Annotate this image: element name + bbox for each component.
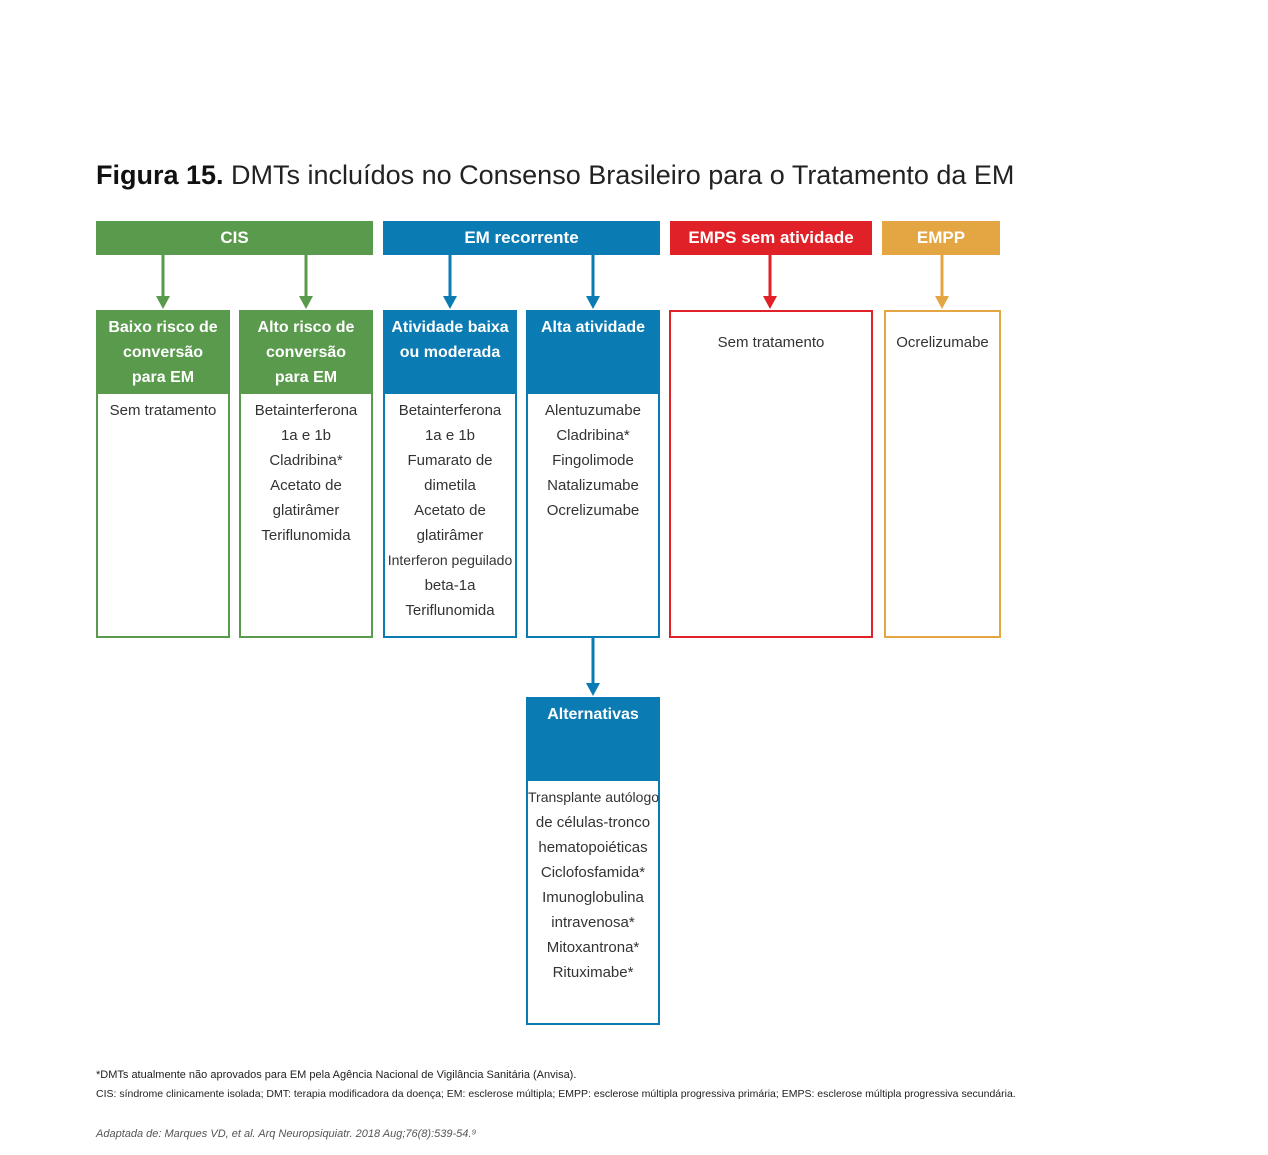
treatment-item: beta-1a [424, 577, 476, 594]
treatment-item: glatirâmer [416, 527, 484, 544]
treatment-item: Interferon peguilado [387, 552, 513, 568]
header-line: Alto risco de [257, 319, 355, 336]
treatment-item: Sem tratamento [109, 402, 217, 419]
treatment-item: intravenosa* [551, 914, 635, 931]
treatment-item: Rituximabe* [552, 964, 634, 981]
treatment-item: Ocrelizumabe [896, 334, 989, 351]
treatment-item: Sem tratamento [717, 334, 825, 351]
header-line: conversão [265, 344, 347, 361]
header-line: Atividade baixa [391, 319, 509, 336]
treatment-item: dimetila [424, 477, 476, 494]
category-cis: CIS [96, 221, 373, 255]
treatment-item: Alentuzumabe [545, 402, 641, 419]
treatment-item: Ciclofosfamida* [540, 864, 646, 881]
footnote-anvisa: *DMTs atualmente não aprovados para EM p… [96, 1069, 577, 1081]
treatment-item: Acetato de [414, 502, 486, 519]
box-emps: Sem tratamento [669, 310, 873, 638]
figure-number: Figura 15. [96, 160, 224, 190]
header-line: para EM [274, 369, 338, 386]
figure-caption: DMTs incluídos no Consenso Brasileiro pa… [223, 160, 1015, 190]
treatment-item: glatirâmer [272, 502, 340, 519]
header-line: Alternativas [547, 706, 639, 723]
arrow-alta-alternativas [586, 637, 600, 696]
box-emps-body: Sem tratamento [671, 312, 871, 355]
header-line: Alta atividade [540, 319, 646, 336]
category-emps-label: EMPS sem atividade [688, 228, 854, 247]
treatment-item: Acetato de [270, 477, 342, 494]
arrow-em-atividade-baixa [443, 255, 457, 309]
box-atividade-baixa-body: Betainterferona 1a e 1b Fumarato de dime… [385, 394, 515, 623]
header-line: ou moderada [399, 344, 501, 361]
box-alternativas-header: Alternativas [528, 699, 658, 781]
box-alta-atividade: Alta atividade Alentuzumabe Cladribina* … [526, 310, 660, 638]
treatment-item: Betainterferona [254, 402, 358, 419]
arrow-cis-baixo [156, 255, 170, 309]
category-empp-label: EMPP [916, 228, 966, 247]
arrow-cis-alto [299, 255, 313, 309]
box-alto-risco: Alto risco de conversão para EM Betainte… [239, 310, 373, 638]
footnote-source: Adaptada de: Marques VD, et al. Arq Neur… [96, 1128, 477, 1140]
figure-title: Figura 15. DMTs incluídos no Consenso Br… [96, 160, 1014, 191]
box-alto-risco-body: Betainterferona 1a e 1b Cladribina* Acet… [241, 394, 371, 548]
treatment-item: Transplante autólogo [528, 789, 660, 805]
treatment-item: 1a e 1b [424, 427, 476, 444]
treatment-item: 1a e 1b [280, 427, 332, 444]
footnote-abbreviations: CIS: síndrome clinicamente isolada; DMT:… [96, 1088, 1016, 1100]
treatment-item: Teriflunomida [405, 602, 495, 619]
box-atividade-baixa: Atividade baixa ou moderada Betainterfer… [383, 310, 517, 638]
box-atividade-baixa-header: Atividade baixa ou moderada [385, 312, 515, 394]
header-line: para EM [131, 369, 195, 386]
treatment-item: Mitoxantrona* [546, 939, 640, 956]
box-empp: Ocrelizumabe [884, 310, 1001, 638]
arrow-empp [935, 255, 949, 309]
category-cis-label: CIS [220, 228, 249, 247]
category-emps: EMPS sem atividade [670, 221, 872, 255]
category-em-recorrente: EM recorrente [383, 221, 660, 255]
arrow-em-alta-atividade [586, 255, 600, 309]
treatment-item: hematopoiéticas [538, 839, 648, 856]
box-alternativas: Alternativas Transplante autólogo de cél… [526, 697, 660, 1025]
box-empp-body: Ocrelizumabe [886, 312, 999, 355]
treatment-item: Natalizumabe [547, 477, 639, 494]
category-em-recorrente-label: EM recorrente [464, 228, 579, 247]
treatment-item: Fumarato de [407, 452, 493, 469]
box-baixo-risco: Baixo risco de conversão para EM Sem tra… [96, 310, 230, 638]
box-alta-atividade-body: Alentuzumabe Cladribina* Fingolimode Nat… [528, 394, 658, 523]
category-empp: EMPP [882, 221, 1000, 255]
treatment-item: Betainterferona [398, 402, 502, 419]
box-baixo-risco-body: Sem tratamento [98, 394, 228, 423]
box-alternativas-body: Transplante autólogo de células-tronco h… [528, 781, 660, 985]
header-line: Baixo risco de [108, 319, 218, 336]
box-baixo-risco-header: Baixo risco de conversão para EM [98, 312, 228, 394]
arrow-emps [763, 255, 777, 309]
header-line: conversão [122, 344, 204, 361]
box-alta-atividade-header: Alta atividade [528, 312, 658, 394]
treatment-item: de células-tronco [535, 814, 651, 831]
treatment-item: Teriflunomida [261, 527, 351, 544]
treatment-item: Imunoglobulina [542, 889, 644, 906]
treatment-item: Cladribina* [269, 452, 343, 469]
treatment-item: Ocrelizumabe [546, 502, 640, 519]
treatment-item: Fingolimode [552, 452, 634, 469]
treatment-item: Cladribina* [556, 427, 630, 444]
box-alto-risco-header: Alto risco de conversão para EM [241, 312, 371, 394]
